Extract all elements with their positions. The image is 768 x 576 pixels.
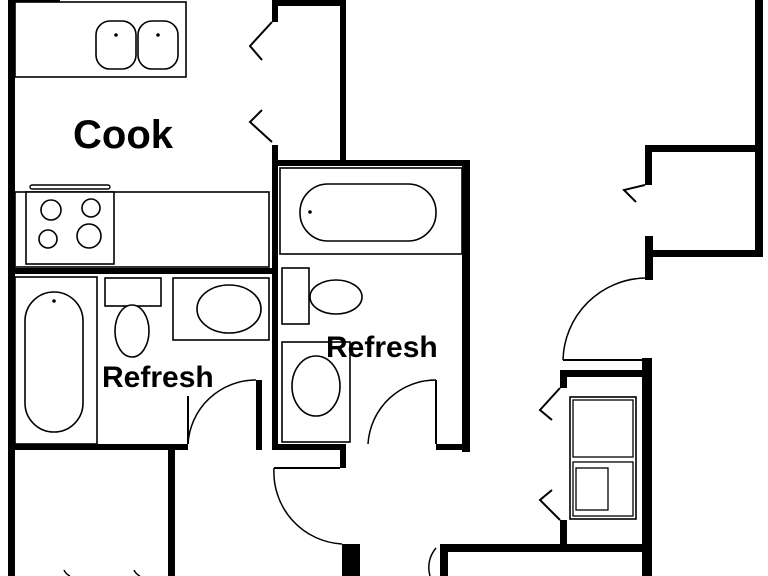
cooktop-handle — [29, 184, 111, 190]
wall-upper-right-bottom — [645, 250, 763, 257]
sink-basin-left — [95, 20, 137, 70]
wall-bottom-post — [342, 544, 360, 576]
wall-laundry-left-bottom — [560, 520, 567, 550]
bathtub-center-drain — [308, 210, 312, 214]
wall-bath-center-right — [462, 160, 470, 452]
vanity-center-sink — [291, 355, 341, 417]
burner-4 — [76, 223, 102, 249]
wall-bath-center-bottom-right — [436, 444, 470, 450]
toilet-left-bowl — [114, 304, 150, 358]
wall-upper-right-left-bottom — [645, 236, 653, 280]
bath-center-door-swing — [367, 379, 437, 445]
wall-upper-right-closet — [645, 145, 763, 152]
room-label-kitchen: Cook — [73, 113, 174, 157]
washer-door — [575, 467, 609, 511]
bath-left-fixtures — [14, 276, 270, 445]
wall-hall-stub — [340, 444, 346, 468]
cooktop — [25, 191, 115, 265]
kitchen-fixtures — [14, 1, 270, 268]
wall-kitchen-bath — [8, 268, 278, 274]
laundry-door-bottom — [538, 489, 561, 521]
bathtub-left-basin — [24, 291, 84, 433]
wall-bottom-right-post — [440, 544, 448, 576]
dryer — [572, 399, 634, 458]
sink-drain-right — [156, 33, 160, 37]
lower-center-door-hint — [133, 569, 141, 576]
toilet-center-tank — [281, 267, 310, 325]
wall-bath-center-bottom — [272, 444, 344, 450]
closet-door-bottom — [248, 109, 273, 143]
doors — [63, 21, 646, 576]
room-label-bath-left: Refresh — [102, 361, 214, 394]
laundry-fixtures — [569, 396, 637, 520]
lower-left-door-hint — [63, 569, 71, 576]
vanity-left-sink — [196, 284, 262, 334]
wall-kitchen-right-top — [272, 0, 278, 22]
bottom-door-swing — [428, 547, 437, 576]
wall-right-exterior — [755, 0, 763, 257]
burner-3 — [38, 229, 58, 249]
bathtub-left-drain — [52, 299, 56, 303]
bath-center-fixtures — [279, 167, 463, 443]
toilet-left-tank — [104, 277, 162, 307]
wall-left-exterior — [8, 0, 15, 576]
wall-bath-left-right — [256, 380, 262, 450]
laundry-door-top — [538, 387, 561, 421]
bath-left-door-swing — [187, 379, 257, 445]
wall-kitchen-right — [272, 145, 278, 450]
wall-laundry-left-top — [560, 370, 567, 388]
walls — [8, 0, 763, 576]
room-label-bath-center: Refresh — [326, 331, 438, 364]
burner-1 — [40, 199, 62, 221]
closet-door-top — [248, 21, 273, 61]
wall-laundry-right — [642, 358, 652, 576]
wall-bath-left-bottom — [8, 444, 188, 450]
sink-basin-right — [137, 20, 179, 70]
sink-drain-left — [114, 33, 118, 37]
bathtub-center-basin — [299, 183, 437, 242]
entry-door-swing — [562, 277, 646, 361]
wall-bath-center-top — [278, 160, 470, 166]
toilet-center-bowl — [309, 279, 363, 315]
room-labels: Cook Refresh Refresh — [73, 113, 438, 394]
wall-bottom-right — [440, 544, 650, 552]
upper-right-closet-door — [622, 184, 646, 203]
wall-upper-right-left-top — [645, 145, 652, 185]
wall-closet-top — [278, 0, 346, 6]
wall-lower-left-vertical — [168, 444, 175, 576]
wall-closet-right — [340, 0, 346, 166]
burner-2 — [81, 198, 101, 218]
hall-door-swing — [273, 467, 343, 545]
wall-laundry-top — [560, 370, 650, 377]
